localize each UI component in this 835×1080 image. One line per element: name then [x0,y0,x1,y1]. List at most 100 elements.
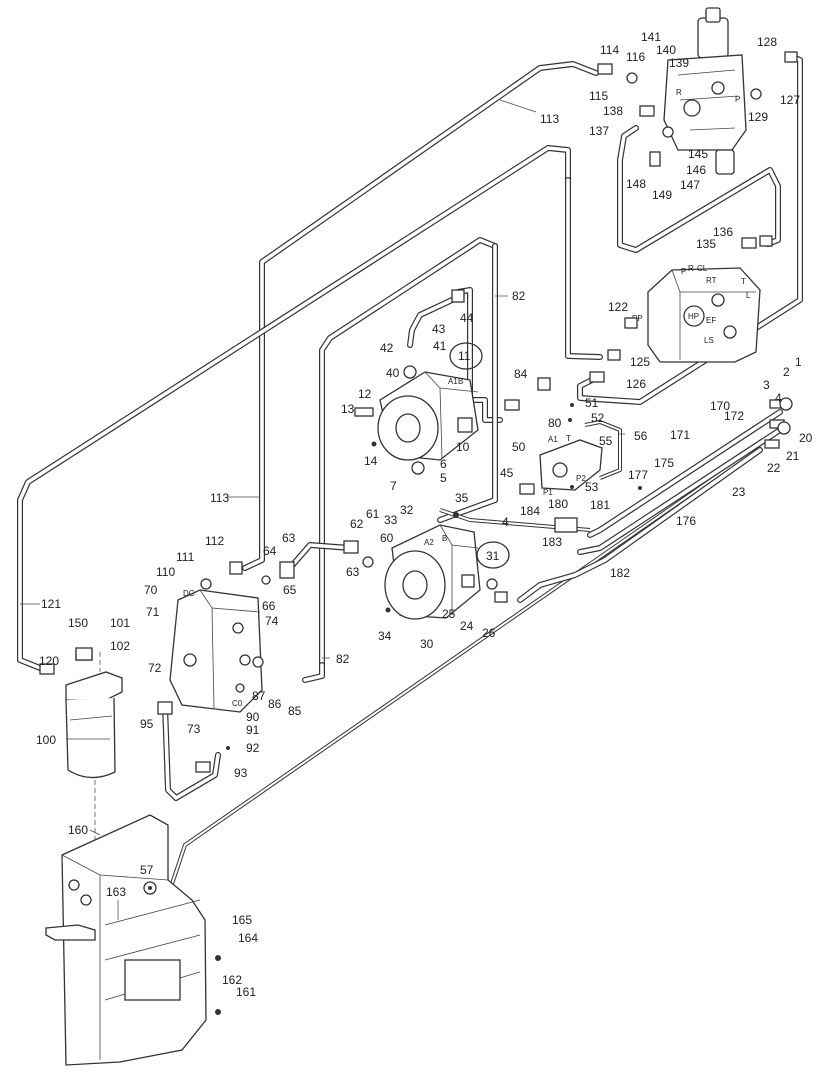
part-label: 114 [600,43,619,57]
part-label: 80 [548,416,562,430]
part-label: 66 [262,599,276,613]
part-label: 149 [652,188,672,202]
block-port-p: P [681,267,686,276]
part-label: 34 [378,629,392,643]
part-label: 176 [676,514,696,528]
part-label: 148 [626,177,646,191]
hose-lines [17,52,803,906]
part-label: 31 [486,549,500,563]
filter-100 [65,649,123,779]
part-label: 110 [156,565,175,579]
part-label: 127 [780,93,800,107]
part-label: 57 [140,863,154,877]
part-label: 92 [246,741,260,755]
part-label: 62 [350,517,364,531]
part-label: 91 [246,723,260,737]
part-label: 90 [246,710,260,724]
part-label: 171 [670,428,690,442]
hose-93 [162,702,221,801]
part-label: 71 [146,605,160,619]
control-valve: R P [663,7,747,175]
part-label: 82 [336,652,350,666]
part-label: 95 [140,717,154,731]
part-label: 35 [455,491,469,505]
part-label: 136 [713,225,733,239]
valve-50: A1 T P1 P2 [539,434,603,497]
part-label: 25 [442,607,456,621]
part-label: 135 [696,237,716,251]
part-label: 181 [590,498,610,512]
part-label: 111 [176,550,195,564]
part-label: 60 [380,531,394,545]
block-port-rt: RT [706,276,717,285]
part-label: 137 [589,124,609,138]
manifold-70: DC C0 [169,589,263,713]
swivel-port-p1: P1 [543,488,553,497]
block-port-ef: EF [706,316,716,325]
part-label: 165 [232,913,252,927]
part-label: 12 [358,387,372,401]
part-label: 113 [210,491,229,505]
block-port-cl: CL [697,264,708,273]
part-label: 21 [786,449,800,463]
part-label: 26 [482,626,496,640]
part-label: 55 [599,434,613,448]
part-label: 126 [626,377,646,391]
swivel-port-p2: P2 [576,474,586,483]
part-label: 56 [634,429,648,443]
part-label: 163 [106,885,126,899]
part-label: 13 [341,402,355,416]
part-label: 102 [110,639,130,653]
part-label: 84 [514,367,528,381]
part-label: 112 [205,534,224,548]
part-label: 125 [630,355,650,369]
part-label: 177 [628,468,648,482]
part-label: 180 [548,497,568,511]
part-label: 86 [268,697,282,711]
block-port-ls: LS [704,336,714,345]
part-label: 183 [542,535,562,549]
part-label: 63 [346,565,360,579]
part-label: 40 [386,366,400,380]
part-label: 150 [68,616,88,630]
part-label: 82 [512,289,526,303]
part-label: 45 [500,466,514,480]
swivel-port-a1: A1 [548,435,558,444]
part-label: 170 [710,399,730,413]
part-label: 139 [669,56,689,70]
block-port-l: L [746,291,751,300]
part-label: 101 [110,616,130,630]
part-label: 115 [589,89,608,103]
part-label: 164 [238,931,258,945]
part-label: 141 [641,30,661,44]
part-label: 160 [68,823,88,837]
part-labels: 1 2 3 4 4 5 6 7 10 11 12 13 14 20 21 22 … [36,30,813,999]
priority-valve-block: P R CL RT T L HP EF LS PP [632,264,761,363]
part-label: 121 [41,597,61,611]
pump-10: A1 B [377,371,479,461]
part-label: 128 [757,35,777,49]
part-label: 1 [795,355,802,369]
part-label: 33 [384,513,398,527]
part-label: 172 [724,409,744,423]
block-port-hp: HP [688,312,699,321]
part-label: 22 [767,461,781,475]
part-label: 43 [432,322,446,336]
leader-lines [20,99,625,920]
part-label: 85 [288,704,302,718]
part-label: 30 [420,637,434,651]
frame-160 [45,814,207,1066]
part-label: 2 [783,365,790,379]
part-label: 32 [400,503,414,517]
part-label: 14 [364,454,378,468]
pump1-port-a1: A1 [448,377,458,386]
pump2-port-a2: A2 [424,538,434,547]
part-label: 72 [148,661,162,675]
part-label: 65 [283,583,297,597]
block-port-t: T [741,277,746,286]
pump-30: A2 B [384,524,481,620]
part-label: 129 [748,110,768,124]
pump1-port-b: B [458,377,463,386]
part-label: 44 [460,311,474,325]
